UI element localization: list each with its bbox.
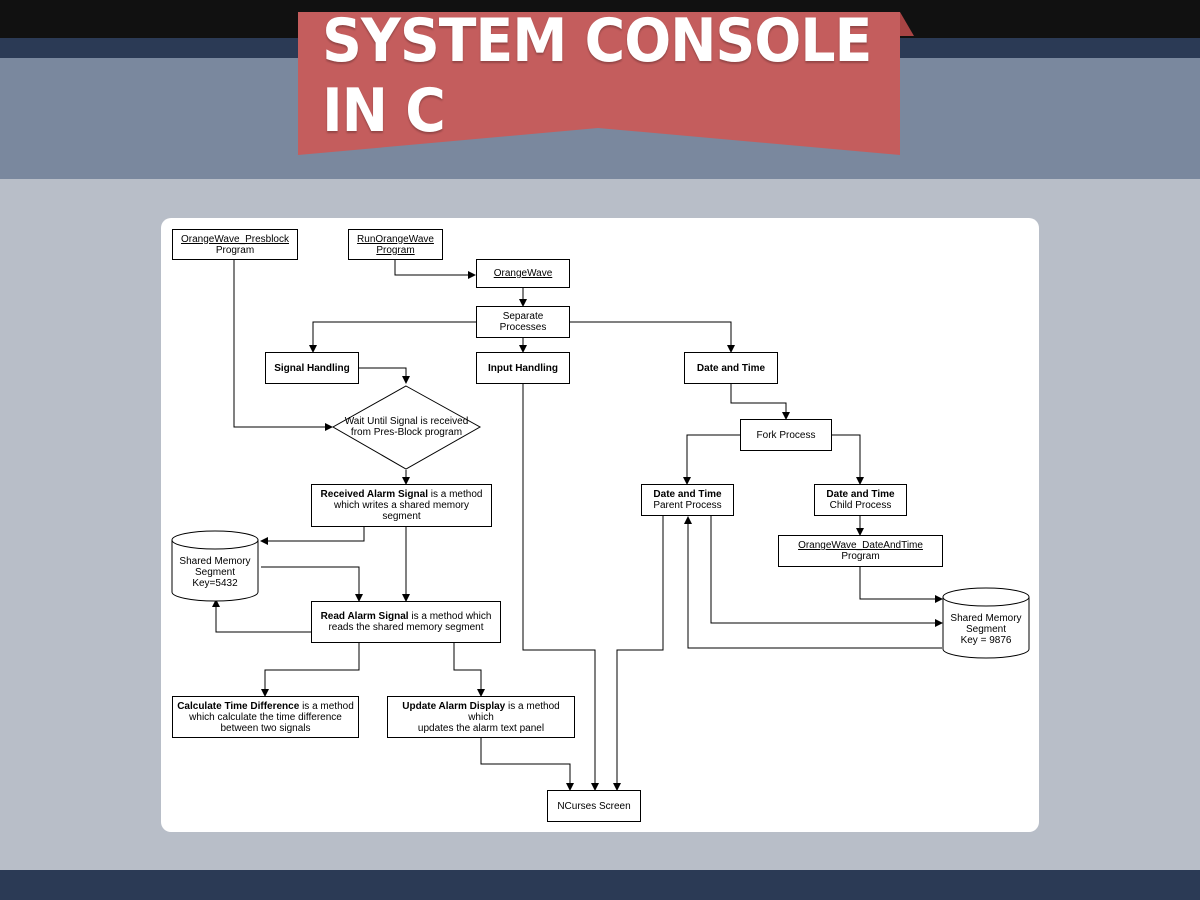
- edge-signal-to-wait: [359, 367, 410, 384]
- edge-date-to-fork: [730, 384, 790, 420]
- ribbon-body: [298, 12, 900, 155]
- edge-separate-to-signal: [309, 321, 476, 353]
- node-parent-process-title: Date and Time: [653, 489, 722, 500]
- node-shm1-text: Shared Memory Segment Key=5432: [172, 554, 258, 590]
- edge-fork-to-parent: [683, 434, 740, 485]
- flowchart-connectors: [171, 260, 1030, 791]
- node-received-alarm-rest: is a method: [427, 489, 483, 500]
- edge-separate-to-date: [570, 321, 735, 353]
- decision-diamond-shape: [331, 385, 482, 470]
- node-run-orangewave-program: RunOrangeWave Program: [348, 229, 443, 260]
- node-wait-signal-line1: Wait Until Signal is received: [344, 416, 469, 427]
- node-read-alarm-line1: Read Alarm Signal is a method which: [321, 611, 492, 622]
- node-update-alarm-line1: Update Alarm Display is a method which: [391, 701, 571, 723]
- node-presblock-program: OrangeWave_Presblock Program: [172, 229, 298, 260]
- node-received-alarm-line1: Received Alarm Signal is a method: [321, 489, 483, 500]
- node-parent-process: Date and Time Parent Process: [641, 484, 734, 516]
- node-received-alarm-signal: Received Alarm Signal is a method which …: [311, 484, 492, 527]
- node-parent-process-subtitle: Parent Process: [653, 500, 722, 511]
- edge-parent-to-shm2: [710, 516, 943, 627]
- node-read-alarm-line2: reads the shared memory segment: [328, 622, 484, 633]
- node-separate-processes-label: Separate Processes: [499, 311, 547, 333]
- edge-parent-to-ncurses: [613, 516, 664, 791]
- node-calc-time-bold: Calculate Time Difference: [177, 700, 300, 712]
- node-date-and-time-label: Date and Time: [696, 362, 766, 374]
- node-ncurses-label: NCurses Screen: [557, 800, 631, 812]
- node-dateandtime-title: OrangeWave_DateAndTime: [798, 540, 923, 551]
- node-calc-time-rest: is a method: [299, 700, 354, 712]
- node-run-orangewave-title: RunOrangeWave: [357, 233, 434, 245]
- diagram-card: OrangeWave_Presblock Program RunOrangeWa…: [161, 218, 1039, 832]
- ribbon-fold: [900, 12, 914, 36]
- edge-shm1-to-read: [261, 566, 363, 602]
- edge-fork-to-child: [832, 434, 864, 485]
- node-shm2-line1: Shared Memory: [950, 612, 1022, 624]
- node-calc-time-line1: Calculate Time Difference is a method: [177, 701, 354, 712]
- node-read-alarm-rest: is a method which: [408, 611, 492, 622]
- footer-navy-band: [0, 870, 1200, 900]
- node-received-alarm-bold: Received Alarm Signal: [320, 489, 428, 500]
- edge-received-to-shm1: [260, 527, 365, 545]
- node-update-alarm-display: Update Alarm Display is a method which u…: [387, 696, 575, 738]
- node-update-alarm-rest: is a method which: [468, 700, 560, 723]
- node-separate-processes: Separate Processes: [476, 306, 570, 338]
- edge-update-to-ncurses: [480, 738, 574, 791]
- edge-input-to-ncurses: [522, 384, 599, 791]
- node-child-process-title: Date and Time: [826, 489, 895, 500]
- node-read-alarm-signal: Read Alarm Signal is a method which read…: [311, 601, 501, 643]
- edge-run-to-orangewave: [394, 260, 476, 279]
- node-read-alarm-bold: Read Alarm Signal: [320, 611, 409, 622]
- node-fork-process-label: Fork Process: [756, 429, 816, 441]
- node-calc-time-line3: between two signals: [220, 722, 311, 734]
- node-presblock-title: OrangeWave_Presblock: [180, 233, 289, 245]
- node-shm1-line1: Shared Memory: [179, 555, 251, 567]
- node-ncurses-screen: NCurses Screen: [547, 790, 641, 822]
- node-child-process: Date and Time Child Process: [814, 484, 907, 516]
- edge-read-to-update: [453, 643, 485, 697]
- node-input-handling-label: Input Handling: [488, 362, 558, 374]
- node-shm2-line3: Key = 9876: [960, 634, 1012, 646]
- node-received-alarm-line2: which writes a shared memory segment: [333, 500, 470, 522]
- node-signal-handling: Signal Handling: [265, 352, 359, 384]
- node-input-handling: Input Handling: [476, 352, 570, 384]
- node-update-alarm-line2: updates the alarm text panel: [417, 722, 545, 734]
- node-signal-handling-label: Signal Handling: [274, 362, 350, 374]
- node-shm2-line2: Segment: [965, 623, 1007, 635]
- edge-presblock-to-wait: [233, 260, 333, 431]
- node-shm2-text: Shared Memory Segment Key = 9876: [943, 611, 1029, 647]
- node-presblock-subtitle: Program: [215, 244, 255, 256]
- node-shm1-line2: Segment: [194, 566, 236, 578]
- node-dateandtime-subtitle: Program: [841, 551, 880, 562]
- node-calc-time-line2: which calculate the time difference: [189, 711, 342, 723]
- node-date-and-time: Date and Time: [684, 352, 778, 384]
- node-update-alarm-bold: Update Alarm Display: [402, 700, 506, 712]
- node-orangewave-label: OrangeWave: [493, 268, 553, 279]
- edge-shm2-to-parent: [684, 516, 942, 649]
- edge-read-to-calc: [261, 643, 360, 697]
- node-calculate-time-difference: Calculate Time Difference is a method wh…: [172, 696, 359, 738]
- edge-program-to-shm2: [859, 567, 943, 603]
- banner-title: SYSTEM CONSOLE IN C: [322, 6, 872, 146]
- node-shm1-line3: Key=5432: [192, 577, 238, 589]
- node-dateandtime-program: OrangeWave_DateAndTime Program: [778, 535, 943, 567]
- title-ribbon: [298, 12, 914, 155]
- edge-read-to-shm1: [212, 599, 311, 633]
- node-wait-signal-text: Wait Until Signal is received from Pres-…: [333, 408, 480, 446]
- node-orangewave: OrangeWave: [476, 259, 570, 288]
- node-child-process-subtitle: Child Process: [829, 500, 892, 511]
- node-run-orangewave-subtitle: Program: [376, 244, 415, 256]
- node-wait-signal-line2: from Pres-Block program: [350, 427, 463, 438]
- shm2-cylinder-shape: [942, 587, 1030, 659]
- shm1-cylinder-shape: [171, 530, 259, 602]
- node-fork-process: Fork Process: [740, 419, 832, 451]
